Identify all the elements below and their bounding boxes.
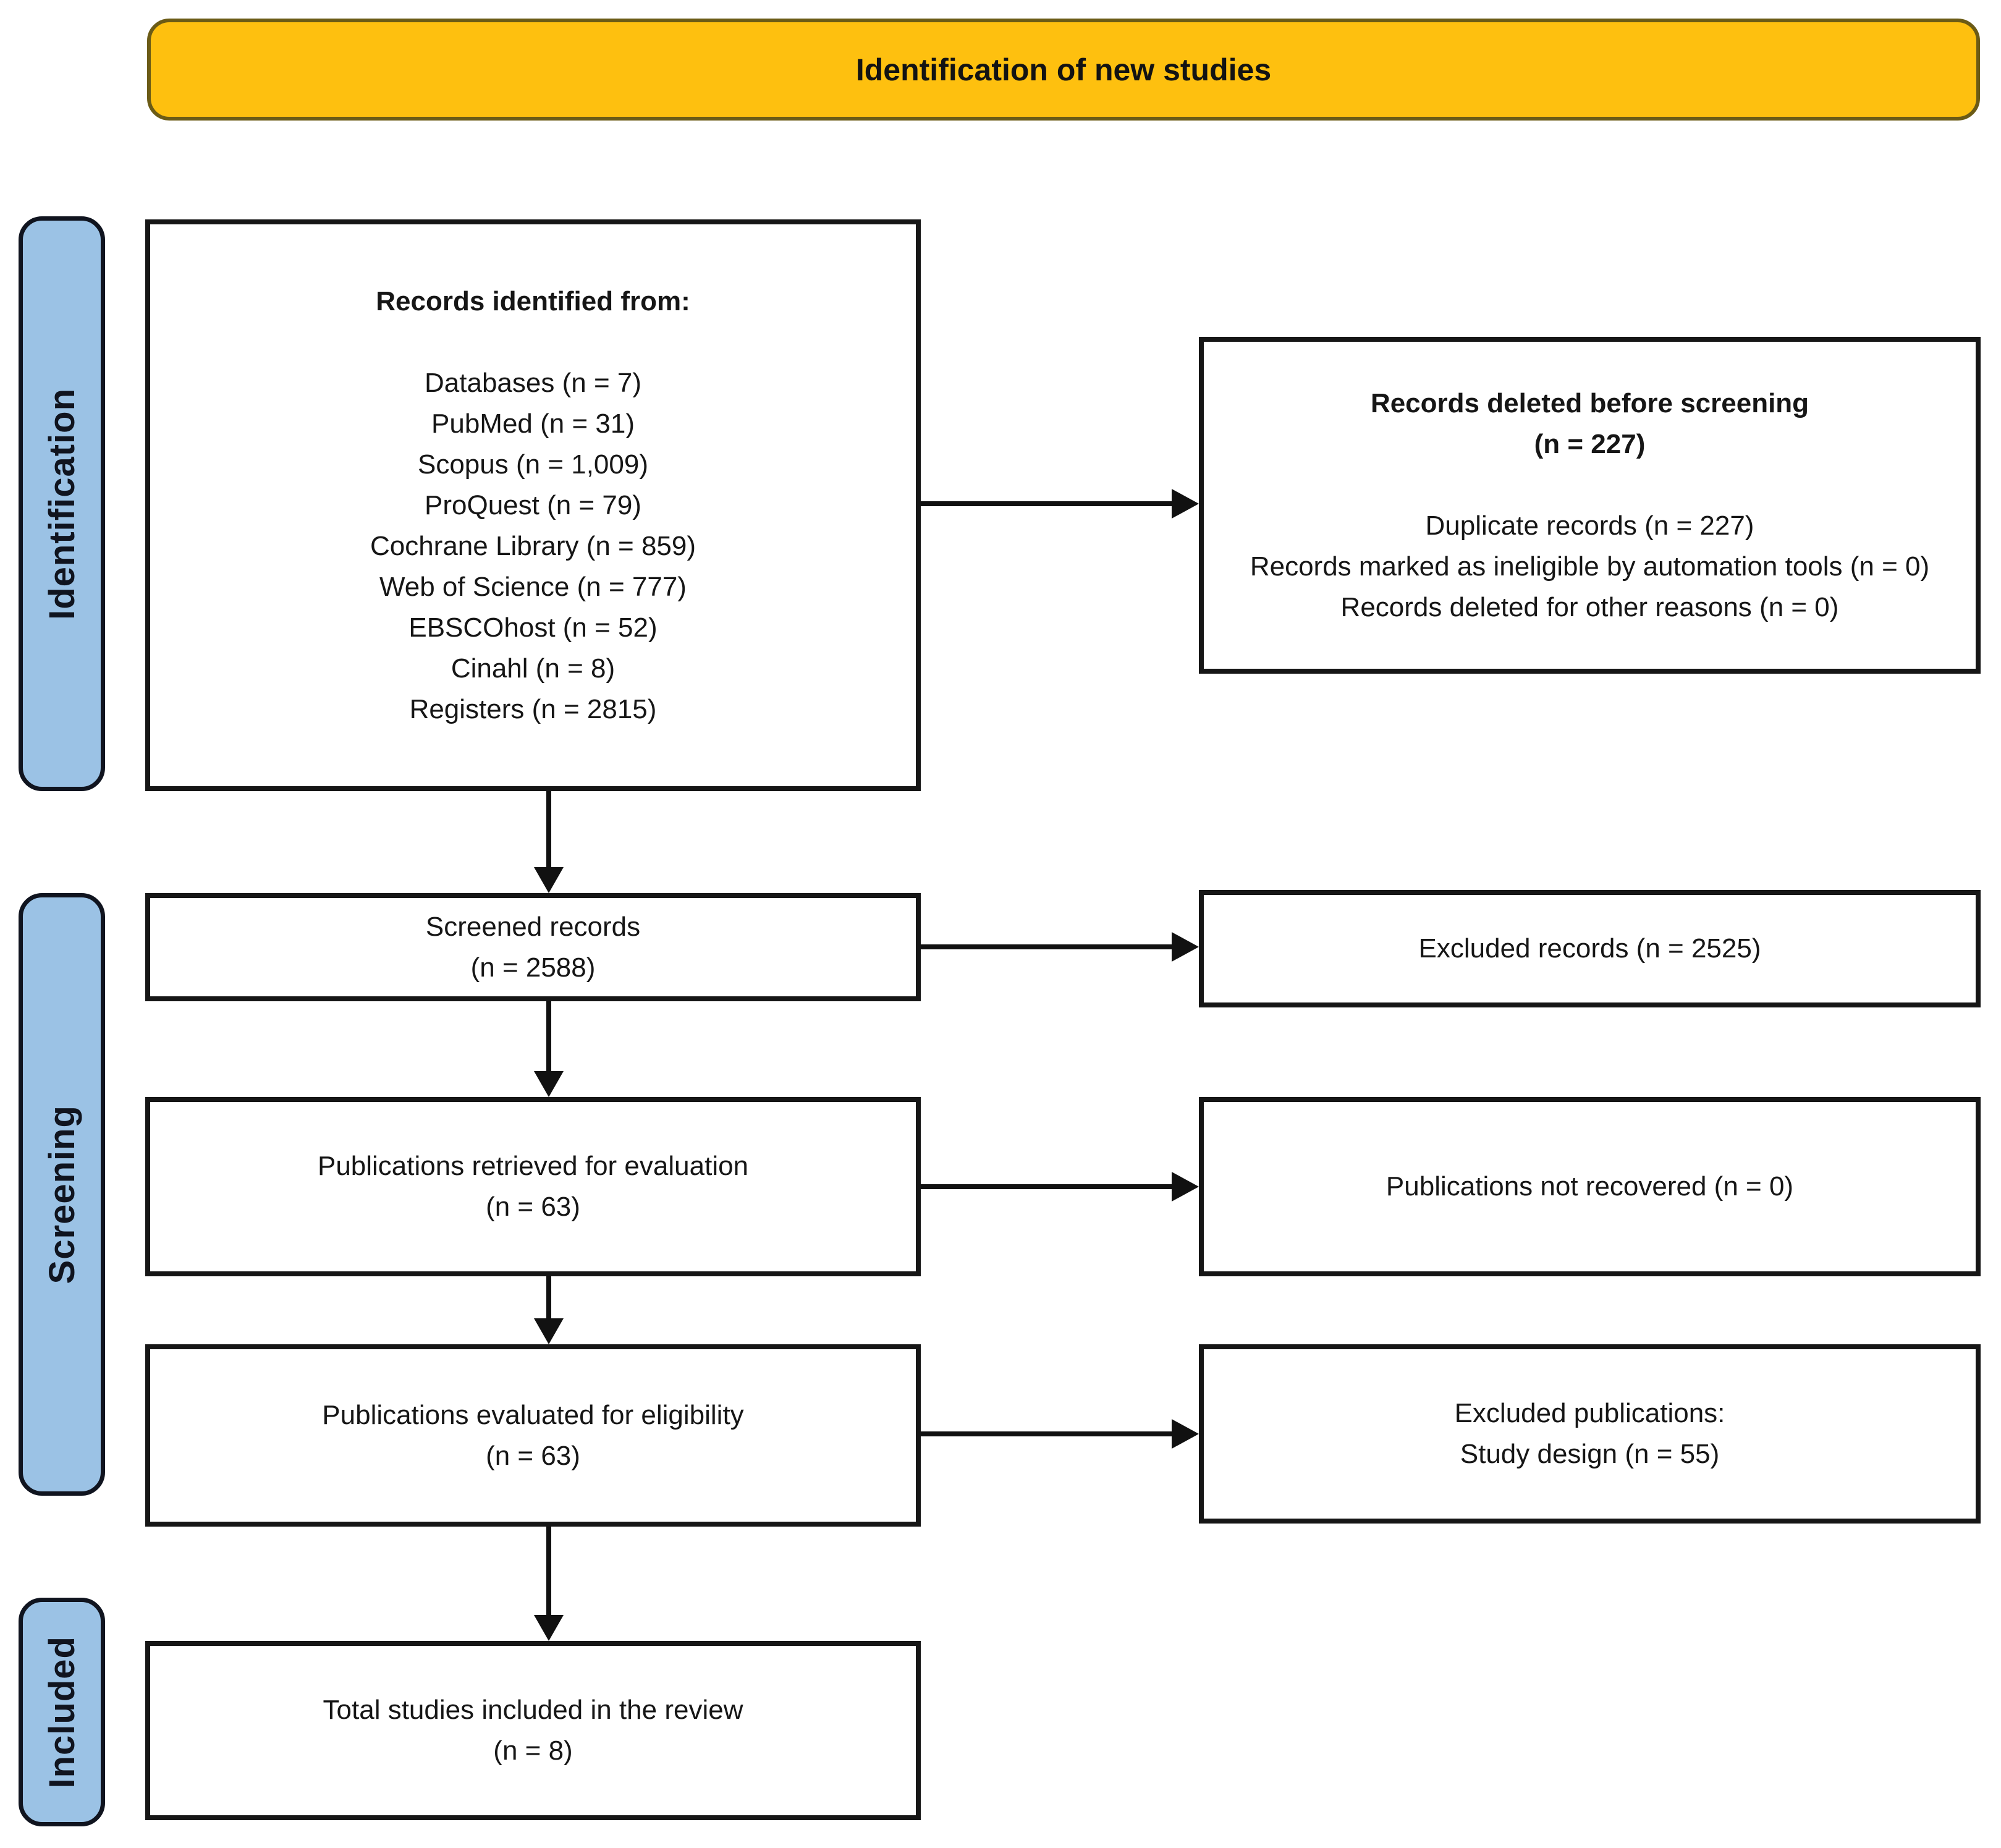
screened-count: (n = 2588) <box>470 952 596 983</box>
records-identified-line: Scopus (n = 1,009) <box>417 449 648 480</box>
arrow-identified-to-screened <box>546 791 551 868</box>
arrowhead-screened-to-retrieved <box>534 1071 564 1097</box>
records-deleted-count: (n = 227) <box>1534 428 1646 459</box>
evaluated-count: (n = 63) <box>486 1440 580 1471</box>
stage-label-identification: Identification <box>41 388 82 620</box>
total-included-count: (n = 8) <box>493 1736 573 1766</box>
stage-label-included: Included <box>41 1635 82 1789</box>
box-screened-records: Screened records (n = 2588) <box>145 893 921 1001</box>
retrieved-count: (n = 63) <box>486 1192 580 1222</box>
banner-label: Identification of new studies <box>855 52 1272 87</box>
evaluated-line: Publications evaluated for eligibility <box>322 1399 744 1430</box>
retrieved-line: Publications retrieved for evaluation <box>317 1151 749 1181</box>
box-excluded-publications: Excluded publications: Study design (n =… <box>1199 1344 1981 1524</box>
arrowhead-evaluated-to-excluded-publications <box>1172 1419 1199 1449</box>
records-identified-line: Cochrane Library (n = 859) <box>370 530 696 561</box>
not-recovered-line: Publications not recovered (n = 0) <box>1385 1171 1794 1202</box>
arrow-retrieved-to-evaluated <box>546 1276 551 1320</box>
box-excluded-records: Excluded records (n = 2525) <box>1199 890 1981 1007</box>
arrow-identified-to-deleted <box>921 501 1172 506</box>
records-deleted-line: Duplicate records (n = 227) <box>1425 510 1754 541</box>
records-identified-line: PubMed (n = 31) <box>431 408 635 439</box>
records-identified-line: ProQuest (n = 79) <box>425 490 641 520</box>
records-identified-line: Cinahl (n = 8) <box>451 653 616 684</box>
arrowhead-retrieved-to-evaluated <box>534 1318 564 1344</box>
arrowhead-identified-to-screened <box>534 867 564 893</box>
records-deleted-line: Records deleted for other reasons (n = 0… <box>1340 591 1839 622</box>
records-identified-line: EBSCOhost (n = 52) <box>408 612 658 643</box>
excluded-publications-line: Excluded publications: <box>1454 1398 1725 1428</box>
stage-band-screening: Screening <box>19 893 105 1496</box>
arrow-evaluated-to-excluded-publications <box>921 1431 1172 1436</box>
records-identified-title: Records identified from: <box>376 286 690 316</box>
arrow-screened-to-excluded <box>921 944 1172 949</box>
records-deleted-line: Records marked as ineligible by automati… <box>1250 551 1930 582</box>
arrow-screened-to-retrieved <box>546 1001 551 1072</box>
records-identified-line: Registers (n = 2815) <box>409 693 657 724</box>
box-publications-not-recovered: Publications not recovered (n = 0) <box>1199 1097 1981 1276</box>
screened-line: Screened records <box>425 911 641 942</box>
records-deleted-title: Records deleted before screening <box>1370 388 1809 418</box>
box-publications-evaluated: Publications evaluated for eligibility (… <box>145 1344 921 1527</box>
banner-identification-of-new-studies: Identification of new studies <box>147 19 1980 121</box>
records-identified-line: Web of Science (n = 777) <box>379 571 687 602</box>
arrowhead-identified-to-deleted <box>1172 489 1199 519</box>
records-identified-line: Databases (n = 7) <box>425 367 641 398</box>
excluded-records-line: Excluded records (n = 2525) <box>1418 933 1761 964</box>
total-included-line: Total studies included in the review <box>323 1695 743 1725</box>
stage-label-screening: Screening <box>41 1104 82 1284</box>
box-publications-retrieved: Publications retrieved for evaluation (n… <box>145 1097 921 1276</box>
box-records-deleted-before-screening: Records deleted before screening (n = 22… <box>1199 337 1981 674</box>
arrowhead-screened-to-excluded <box>1172 932 1199 962</box>
arrow-evaluated-to-included <box>546 1527 551 1616</box>
excluded-publications-reason: Study design (n = 55) <box>1460 1439 1720 1469</box>
arrowhead-retrieved-to-not-recovered <box>1172 1172 1199 1202</box>
box-total-studies-included: Total studies included in the review (n … <box>145 1641 921 1820</box>
arrowhead-evaluated-to-included <box>534 1615 564 1641</box>
box-records-identified: Records identified from: Databases (n = … <box>145 219 921 791</box>
stage-band-included: Included <box>19 1598 105 1826</box>
stage-band-identification: Identification <box>19 216 105 791</box>
arrow-retrieved-to-not-recovered <box>921 1184 1172 1189</box>
